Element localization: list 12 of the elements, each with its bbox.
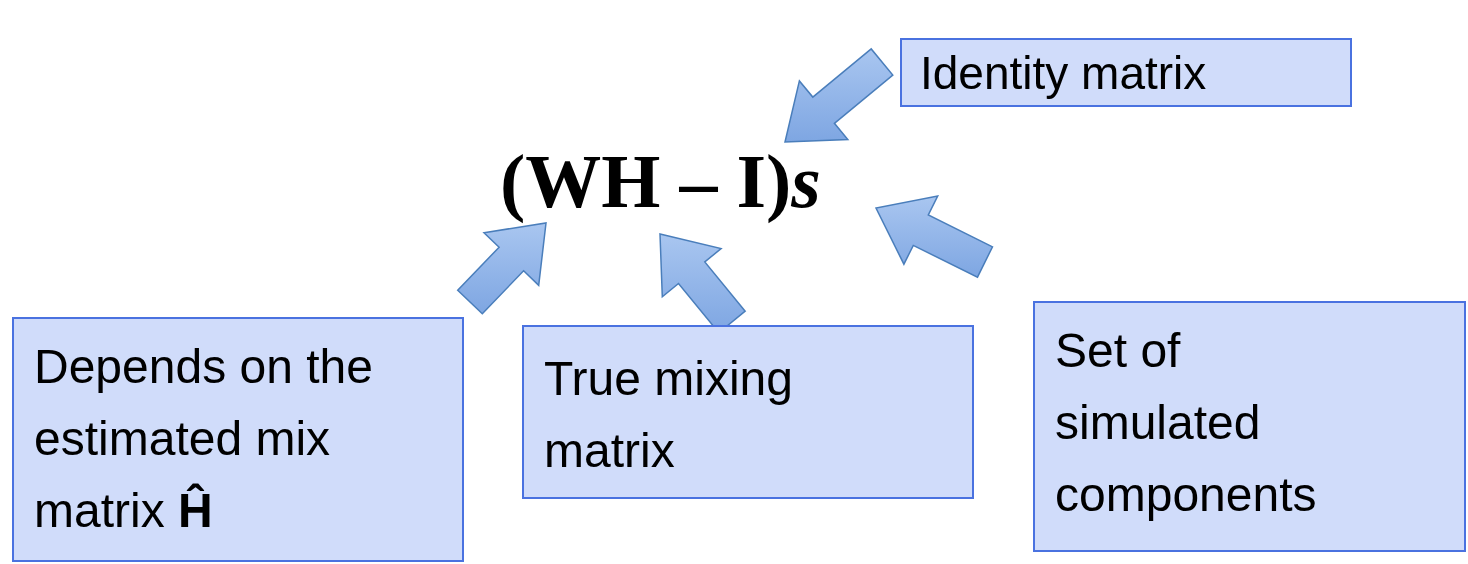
callout-box: [12, 317, 464, 562]
callout-text: Identity matrix: [920, 46, 1208, 101]
block-arrow: [456, 222, 547, 315]
block-arrow: [874, 195, 994, 279]
callout-box: [1033, 301, 1466, 552]
formula-text: (WH – I)s: [500, 138, 821, 225]
callout-text: True mixing matrix: [544, 351, 794, 479]
callout-text: Set of simulated components: [1055, 323, 1318, 523]
block-arrow: [784, 47, 894, 143]
callout-text: Depends on the estimated mix matrix Ĥ: [34, 339, 374, 539]
callout-box: [900, 38, 1352, 107]
callout-box: [522, 325, 974, 499]
